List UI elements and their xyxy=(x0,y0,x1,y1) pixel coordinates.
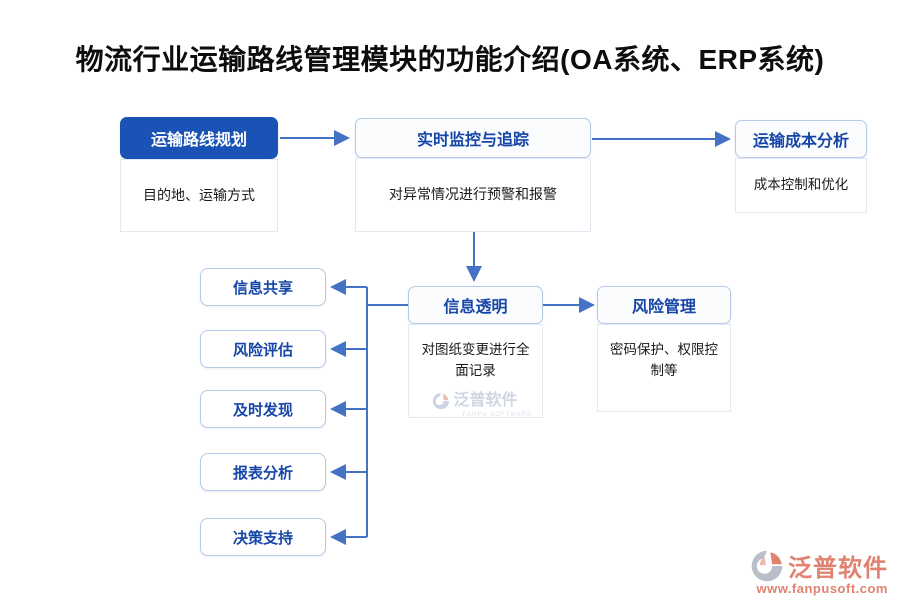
node-info-transparency-detail: 对图纸变更进行全面记录 xyxy=(408,324,543,418)
brand-logo-icon xyxy=(751,550,783,581)
watermark-subtext: FANPU SOFTWARE xyxy=(462,412,532,418)
watermark-name: 泛普软件 xyxy=(453,392,518,409)
benefit-risk-assessment[interactable]: 风险评估 xyxy=(200,330,326,368)
node-info-transparency[interactable]: 信息透明 xyxy=(408,286,543,324)
page-title: 物流行业运输路线管理模块的功能介绍(OA系统、ERP系统) xyxy=(75,44,825,75)
benefit-timely-discovery[interactable]: 及时发现 xyxy=(200,390,326,428)
watermark: 泛普软件 FANPU SOFTWARE xyxy=(412,386,538,418)
node-monitoring[interactable]: 实时监控与追踪 xyxy=(355,118,591,158)
benefit-decision-support[interactable]: 决策支持 xyxy=(200,518,326,556)
brand-logo: 泛普软件 www.fanpusoft.com xyxy=(728,548,888,596)
benefit-report-analysis[interactable]: 报表分析 xyxy=(200,453,326,491)
brand-name: 泛普软件 xyxy=(788,555,888,582)
watermark-logo-icon xyxy=(433,392,450,410)
node-risk-management[interactable]: 风险管理 xyxy=(597,286,731,324)
node-cost-analysis[interactable]: 运输成本分析 xyxy=(735,120,867,158)
node-cost-analysis-detail: 成本控制和优化 xyxy=(735,158,867,213)
benefit-info-sharing[interactable]: 信息共享 xyxy=(200,268,326,306)
node-monitoring-detail: 对异常情况进行预警和报警 xyxy=(355,158,591,232)
node-route-planning-detail: 目的地、运输方式 xyxy=(120,159,278,232)
node-route-planning[interactable]: 运输路线规划 xyxy=(120,117,278,159)
node-risk-management-detail: 密码保护、权限控制等 xyxy=(597,324,731,412)
brand-url[interactable]: www.fanpusoft.com xyxy=(756,581,888,596)
